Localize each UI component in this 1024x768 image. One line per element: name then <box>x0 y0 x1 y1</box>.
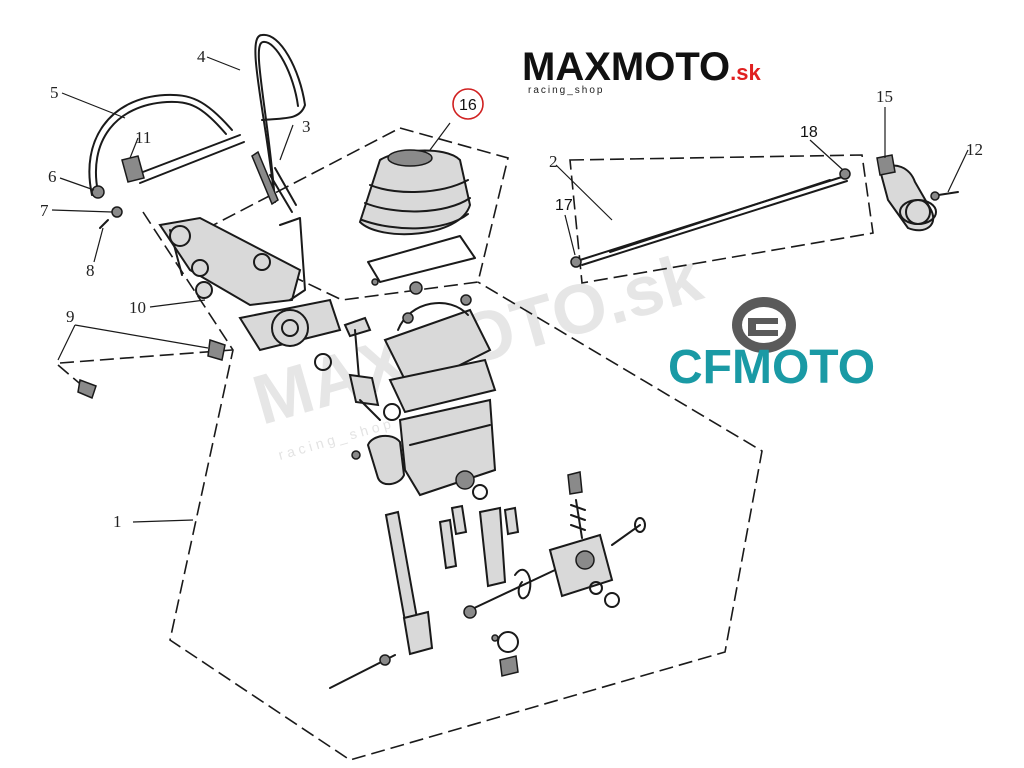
logo-moto-text: MOTO <box>611 45 730 89</box>
bolt-11 <box>121 155 145 183</box>
boot-plate <box>367 235 476 283</box>
logo-max-text: MAX <box>522 45 611 89</box>
cable-assembly <box>88 33 306 213</box>
callout-15: 15 <box>876 87 893 106</box>
callout-16-highlight-ring <box>452 88 484 120</box>
shift-rod-2 <box>570 168 851 268</box>
callout-9: 9 <box>66 307 75 326</box>
shift-knob <box>366 434 406 486</box>
lever-arm <box>279 217 306 301</box>
cfmoto-logo: CFMOTO <box>668 297 875 394</box>
logo-suffix-text: .sk <box>730 60 761 85</box>
detent-assembly <box>463 471 646 677</box>
callout-8: 8 <box>86 261 95 280</box>
sleeve <box>478 506 507 588</box>
callout-10: 10 <box>129 298 146 317</box>
shift-arm-15 <box>876 154 959 232</box>
cable-4 <box>254 33 306 203</box>
callout-18: 18 <box>800 124 818 141</box>
maxmoto-logo: MAXMOTO.sk racing_shop <box>522 45 762 96</box>
cable-5 <box>88 93 233 196</box>
svg-text:MAXMOTO.sk: MAXMOTO.sk <box>522 45 762 89</box>
selector-housing <box>314 281 497 500</box>
shift-boot-16 <box>358 149 476 286</box>
bracket-10 <box>158 216 302 307</box>
nut-6 <box>91 185 105 199</box>
shift-rod-group-outline <box>569 154 874 284</box>
logo-tagline: racing_shop <box>528 85 604 96</box>
bolt-9a <box>207 338 226 361</box>
washer-7 <box>111 206 123 218</box>
callout-7: 7 <box>40 201 49 220</box>
callout-labels: 1 2 3 4 5 6 7 8 9 10 11 12 15 16 17 18 <box>40 47 983 531</box>
callout-11: 11 <box>135 128 151 147</box>
bolt-9b <box>77 378 97 400</box>
callout-1: 1 <box>113 512 122 531</box>
callout-6: 6 <box>48 167 57 186</box>
callout-16: 16 <box>459 97 477 114</box>
callout-17: 17 <box>555 197 573 214</box>
callout-5: 5 <box>50 83 59 102</box>
cfmoto-emblem-icon <box>732 297 796 353</box>
callout-2: 2 <box>549 152 558 171</box>
lever-bracket <box>77 155 342 400</box>
shift-knob-rod <box>329 434 520 689</box>
pin-8 <box>99 219 109 229</box>
spring-3 <box>251 150 279 206</box>
shift-linkage <box>343 316 381 421</box>
nut-17 <box>570 256 582 268</box>
main-assembly-outline <box>142 211 763 761</box>
cfmoto-text: CFMOTO <box>668 341 875 394</box>
callout-3: 3 <box>302 117 311 136</box>
leader-lines <box>51 56 969 523</box>
callout-12: 12 <box>966 140 983 159</box>
bolt-leader-dash <box>59 349 233 364</box>
callout-4: 4 <box>197 47 206 66</box>
nut-18 <box>839 168 851 180</box>
